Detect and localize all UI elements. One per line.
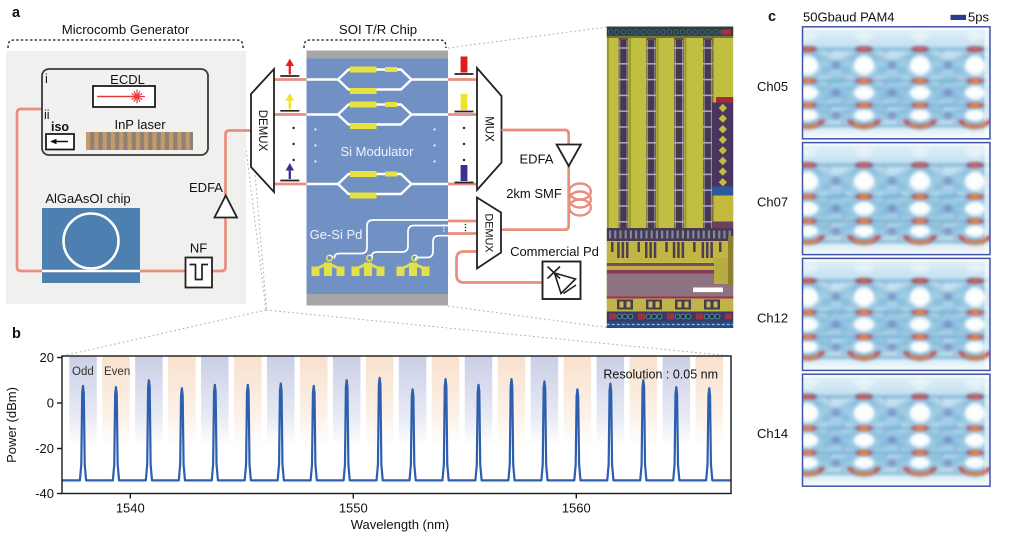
svg-text:1560: 1560 — [562, 501, 591, 516]
svg-text:-40: -40 — [35, 486, 54, 501]
svg-text:MUX: MUX — [483, 116, 495, 142]
svg-text:20: 20 — [40, 350, 54, 365]
svg-text:1540: 1540 — [116, 501, 145, 516]
svg-text:Si Modulator: Si Modulator — [341, 144, 415, 159]
svg-text:1550: 1550 — [339, 501, 368, 516]
svg-text:c: c — [768, 9, 776, 25]
svg-text:Ch14: Ch14 — [757, 426, 788, 441]
svg-text:0: 0 — [47, 396, 54, 411]
svg-text:iso: iso — [51, 120, 69, 134]
svg-text:DEMUX: DEMUX — [256, 110, 268, 152]
svg-text:Ch05: Ch05 — [757, 79, 788, 94]
svg-text:EDFA: EDFA — [520, 152, 554, 167]
svg-text:EDFA: EDFA — [189, 180, 223, 195]
svg-text:Microcomb Generator: Microcomb Generator — [62, 22, 190, 37]
svg-text:Power (dBm): Power (dBm) — [4, 387, 19, 463]
svg-text:a: a — [12, 5, 21, 21]
svg-text:Even: Even — [104, 366, 130, 378]
svg-text:Resolution : 0.05 nm: Resolution : 0.05 nm — [603, 368, 718, 382]
svg-text:5ps: 5ps — [968, 10, 989, 25]
svg-text:i: i — [45, 72, 48, 86]
svg-text:-20: -20 — [35, 441, 54, 456]
svg-text:AlGaAsOI chip: AlGaAsOI chip — [45, 191, 130, 206]
svg-text:Wavelength (nm): Wavelength (nm) — [351, 517, 450, 532]
svg-text:b: b — [12, 326, 21, 342]
svg-text:ii: ii — [44, 108, 50, 122]
svg-text:InP laser: InP laser — [114, 117, 166, 132]
svg-text:Ge-Si Pd: Ge-Si Pd — [310, 227, 363, 242]
svg-text:Ch07: Ch07 — [757, 195, 788, 210]
svg-text:Ch12: Ch12 — [757, 310, 788, 325]
svg-text:2km SMF: 2km SMF — [506, 186, 562, 201]
svg-text:SOI T/R Chip: SOI T/R Chip — [339, 22, 417, 37]
svg-text:NF: NF — [190, 241, 207, 256]
svg-text:Commercial Pd: Commercial Pd — [510, 244, 599, 259]
svg-text:DEMUX: DEMUX — [483, 214, 495, 253]
svg-text:Odd: Odd — [72, 366, 94, 378]
svg-text:50Gbaud PAM4: 50Gbaud PAM4 — [803, 10, 895, 25]
svg-text:ECDL: ECDL — [110, 72, 145, 87]
